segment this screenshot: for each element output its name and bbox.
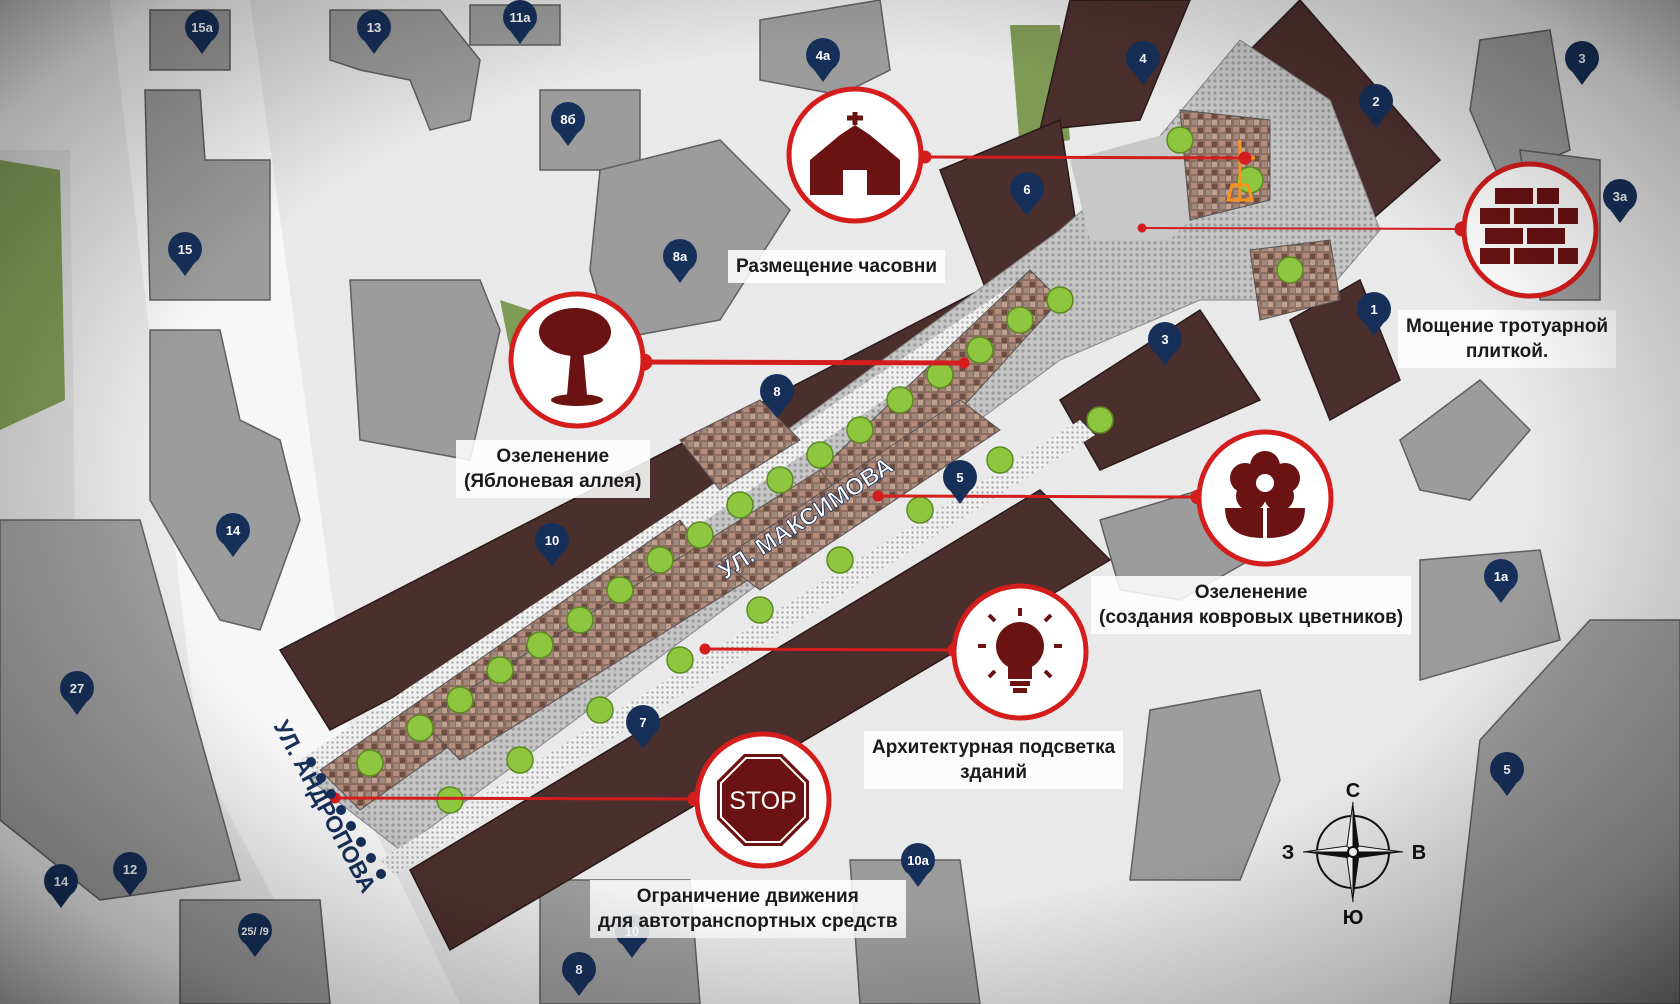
chapel-icon bbox=[786, 86, 924, 224]
label-line: для автотранспортных средств bbox=[598, 911, 898, 932]
lightbulb-icon bbox=[951, 583, 1089, 721]
house-number: 8 bbox=[773, 384, 780, 399]
house-number: 8 bbox=[575, 962, 582, 977]
house-number: 6 bbox=[1023, 182, 1030, 197]
house-number: 10а bbox=[907, 853, 929, 868]
label-line: (Яблоневая аллея) bbox=[464, 471, 642, 492]
compass-north: С bbox=[1346, 780, 1360, 802]
compass-east: В bbox=[1412, 842, 1426, 864]
label-line: Озеленение bbox=[1194, 582, 1308, 603]
label-line: Ограничение движения bbox=[636, 886, 859, 907]
house-number: 14 bbox=[226, 523, 241, 538]
label-paving: Мощение тротуарной плиткой. bbox=[1398, 310, 1617, 368]
label-line: Озеленение bbox=[496, 446, 610, 467]
house-number: 3 bbox=[1161, 332, 1168, 347]
house-number: 12 bbox=[123, 862, 137, 877]
label-line: Мощение тротуарной bbox=[1406, 316, 1609, 337]
lawn bbox=[0, 160, 65, 430]
tree-icon bbox=[508, 291, 646, 429]
house-number: 5 bbox=[1503, 762, 1510, 777]
label-apple-alley: Озеленение (Яблоневая аллея) bbox=[456, 440, 650, 498]
house-number: 7 bbox=[639, 715, 646, 730]
house-number: 8а bbox=[673, 249, 688, 264]
house-number: 27 bbox=[70, 681, 84, 696]
house-number: 5 bbox=[956, 470, 963, 485]
house-number: 11а bbox=[510, 10, 532, 25]
label-chapel: Размещение часовни bbox=[728, 250, 946, 283]
house-number: 1 bbox=[1370, 302, 1377, 317]
label-line: (создания ковровых цветников) bbox=[1099, 607, 1404, 628]
compass-south: Ю bbox=[1343, 907, 1364, 929]
label-line: Размещение часовни bbox=[736, 256, 938, 277]
compass-west: З bbox=[1282, 842, 1295, 864]
house-number: 4 bbox=[1139, 51, 1147, 66]
house-number: 2 bbox=[1372, 94, 1379, 109]
house-number: 10 bbox=[545, 533, 559, 548]
house-number: 3 bbox=[1578, 51, 1585, 66]
label-traffic: Ограничение движения для автотранспортны… bbox=[590, 880, 906, 938]
house-number: 13 bbox=[367, 20, 381, 35]
house-number: 8б bbox=[560, 112, 575, 127]
label-flowerbeds: Озеленение (создания ковровых цветников) bbox=[1091, 576, 1412, 634]
flower-icon bbox=[1196, 429, 1334, 567]
label-lighting: Архитектурная подсветка зданий bbox=[864, 731, 1124, 789]
stop-sign-text: STOP bbox=[729, 787, 797, 815]
house-number: 15а bbox=[191, 20, 213, 35]
house-number: 1а bbox=[1494, 569, 1509, 584]
house-number: 14 bbox=[54, 874, 69, 889]
stop-sign-icon: STOP bbox=[694, 731, 832, 869]
house-number: 3а bbox=[1613, 189, 1628, 204]
label-line: зданий bbox=[960, 762, 1028, 783]
label-line: плиткой. bbox=[1465, 341, 1549, 362]
house-number: 15 bbox=[178, 242, 192, 257]
label-line: Архитектурная подсветка bbox=[872, 737, 1116, 758]
house-number: 25/ /9 bbox=[241, 926, 269, 938]
house-number: 4а bbox=[816, 48, 831, 63]
bricks-icon bbox=[1461, 161, 1599, 299]
